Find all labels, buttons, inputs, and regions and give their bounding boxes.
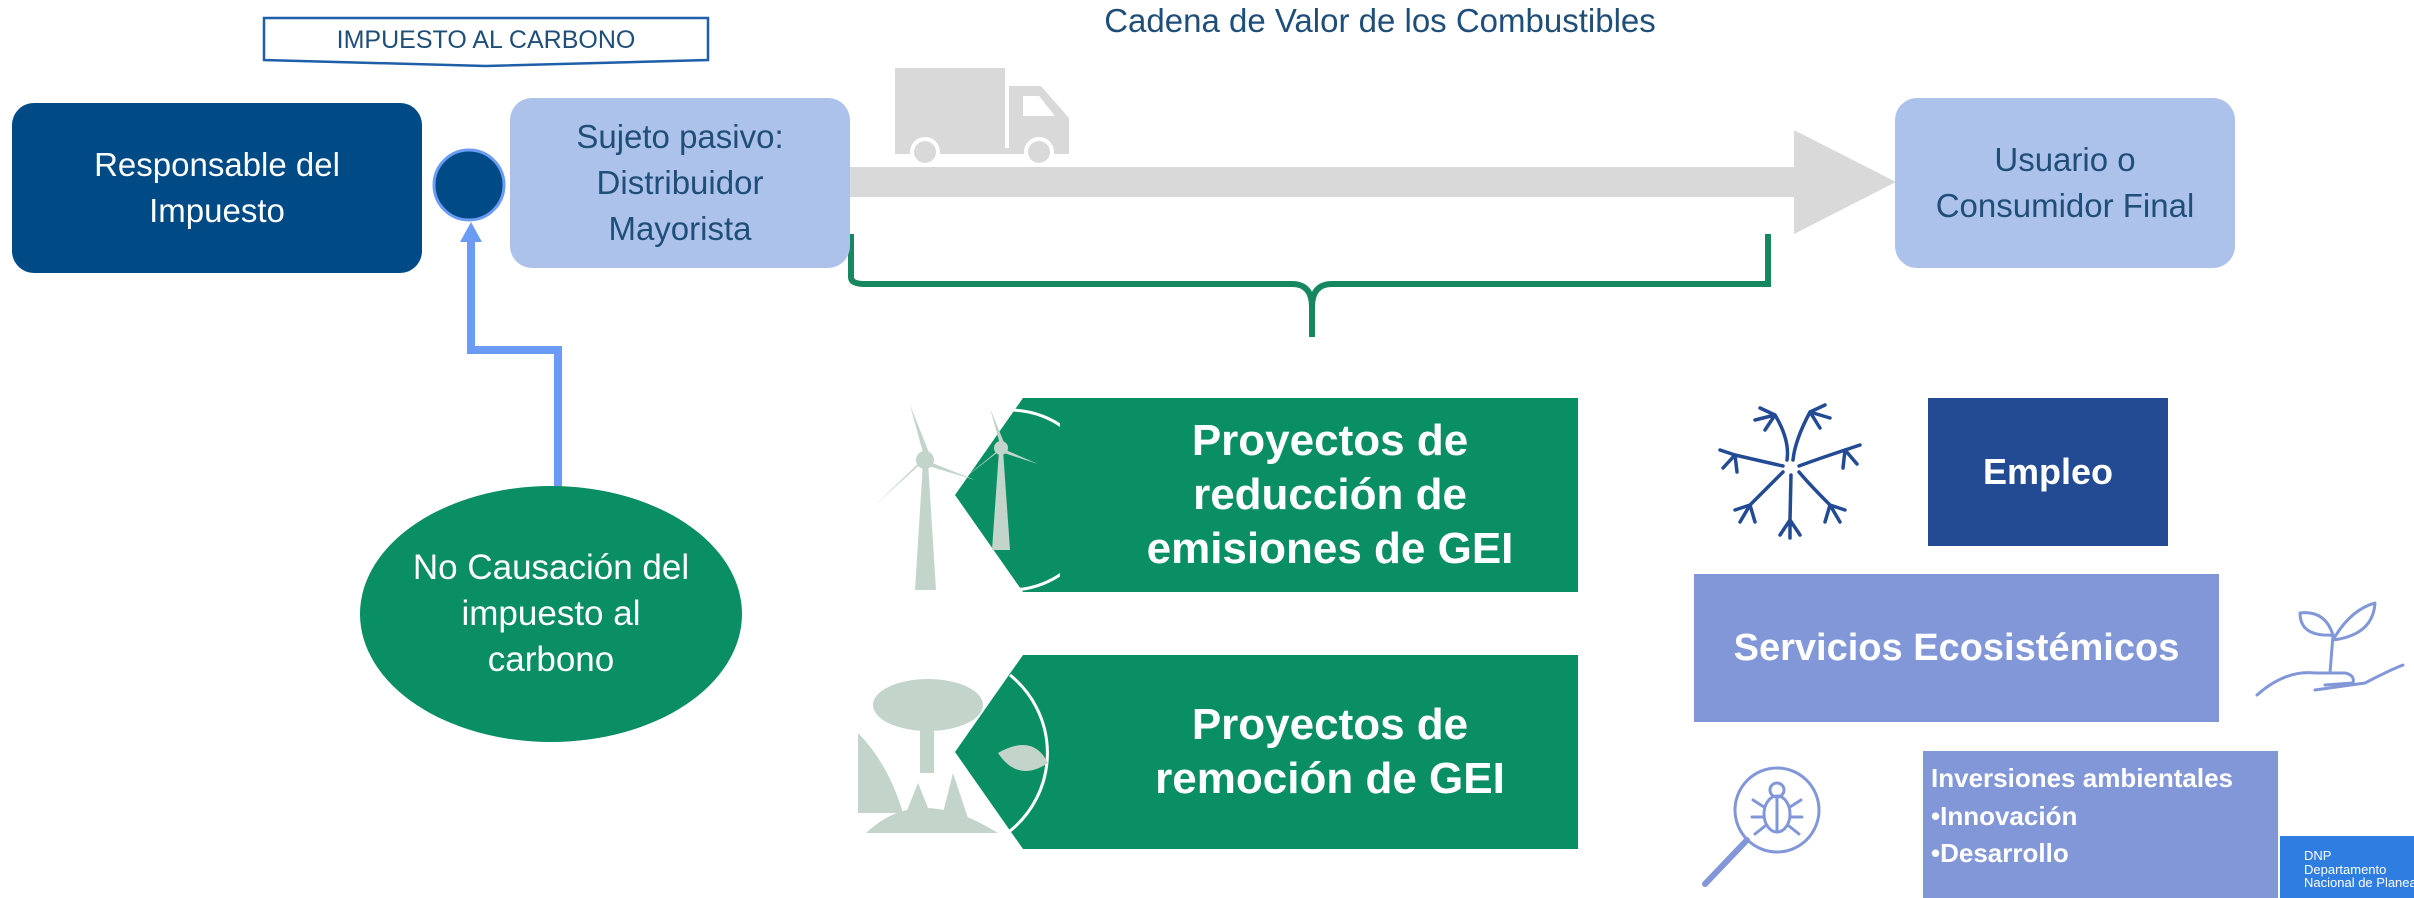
no-causacion-ellipse: No Causación del impuesto al carbono xyxy=(360,486,742,742)
forest-icon xyxy=(858,673,1049,833)
responsable-line: Impuesto xyxy=(149,192,285,229)
sujeto-line: Distribuidor xyxy=(596,163,764,201)
usuario-line: Usuario o xyxy=(1994,140,2136,178)
junction-circle xyxy=(432,148,506,222)
inversiones-title: Inversiones ambientales xyxy=(1931,763,2234,793)
removal-line: Proyectos de xyxy=(1191,699,1469,749)
truck-icon xyxy=(895,68,1069,166)
diagram-title: Cadena de Valor de los Combustibles xyxy=(1104,2,1656,39)
inversiones-ambientales-box: Inversiones ambientales •Innovación •Des… xyxy=(1923,751,2278,898)
value-chain-bracket xyxy=(848,234,1772,337)
responsable-line: Responsable del xyxy=(94,145,340,183)
hands-circle-icon xyxy=(1718,403,1862,540)
plant-in-hand-icon xyxy=(2255,601,2405,697)
empleo-box: Empleo xyxy=(1928,398,2168,546)
inversiones-item: •Desarrollo xyxy=(1931,838,2069,869)
carbon-tax-label: IMPUESTO AL CARBONO xyxy=(336,26,636,54)
inversiones-item: •Innovación xyxy=(1931,800,2078,831)
dnp-logo-line: DNP xyxy=(2304,848,2332,863)
wind-turbine-icon xyxy=(875,405,1060,592)
reduction-line: emisiones de GEI xyxy=(1146,524,1514,574)
magnifier-bug-icon xyxy=(1702,766,1821,887)
dnp-logo: DNP Departamento Nacional de Planeación xyxy=(2280,836,2414,898)
usuario-line: Consumidor Final xyxy=(1935,187,2195,224)
no-causacion-line: carbono xyxy=(487,640,615,680)
sujeto-line: Sujeto pasivo: xyxy=(576,117,784,155)
reduction-line: reducción de xyxy=(1193,469,1467,519)
usuario-consumidor-box: Usuario o Consumidor Final xyxy=(1895,98,2235,268)
dnp-logo-line: Nacional de Planeación xyxy=(2304,875,2414,891)
value-chain-arrow xyxy=(848,130,1896,234)
sujeto-line: Mayorista xyxy=(608,210,752,248)
reduction-line: Proyectos de xyxy=(1191,415,1469,465)
removal-projects-label: Proyectos de remoción de GEI xyxy=(1080,653,1580,851)
dnp-logo-line: Departamento xyxy=(2304,861,2387,877)
connector-arrow xyxy=(460,222,562,490)
carbon-tax-label-shape xyxy=(262,16,710,68)
removal-line: remoción de GEI xyxy=(1155,754,1505,803)
no-causacion-line: No Causación del xyxy=(412,547,690,587)
removal-banner-shape xyxy=(955,655,1578,849)
reduction-banner-shape xyxy=(955,398,1578,592)
servicios-ecosistemicos-box: Servicios Ecosistémicos xyxy=(1694,574,2219,722)
no-causacion-line: impuesto al xyxy=(461,593,641,633)
